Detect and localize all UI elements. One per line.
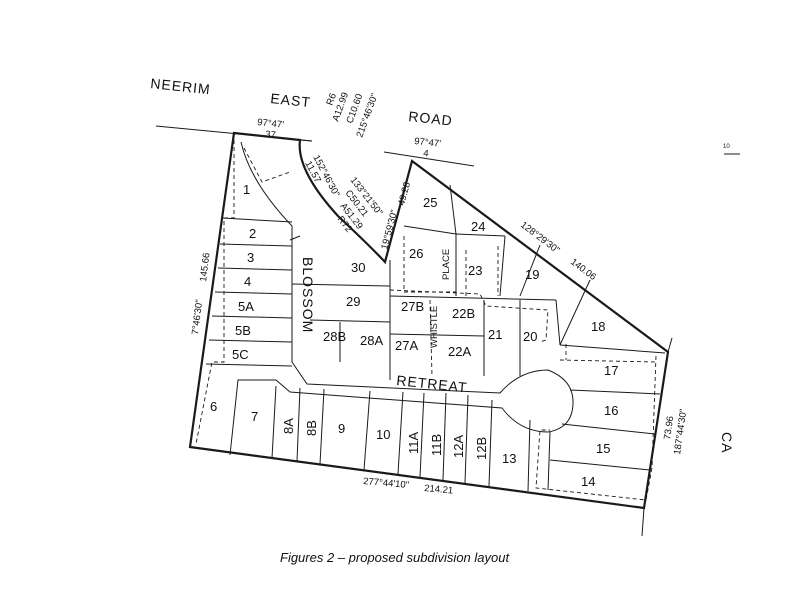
road-name-whistle: WHISTLE xyxy=(429,306,440,348)
lot-label: 8B xyxy=(304,420,319,436)
lot-label: 16 xyxy=(604,403,618,418)
margin-letters: CA xyxy=(719,432,735,453)
lot-lines-south xyxy=(271,385,531,492)
lot-label: 13 xyxy=(502,451,516,466)
lot-label: 9 xyxy=(338,421,345,436)
lot-label: 23 xyxy=(468,263,482,278)
dim-ne-bearing: 128°29'30" xyxy=(518,220,561,256)
lot-label: 10 xyxy=(376,427,390,442)
lot-lines-east xyxy=(547,344,666,491)
lot-label: 14 xyxy=(581,474,595,489)
road-name-east: EAST xyxy=(270,90,312,110)
lot-label: 7 xyxy=(251,409,258,424)
dim-west-bearing: 7°46'30" xyxy=(190,299,205,335)
boundary-extension-line xyxy=(299,139,313,142)
dim-side-length: 49.28 xyxy=(396,181,413,207)
lot-label: 27A xyxy=(395,338,418,353)
lot-label: 2 xyxy=(249,226,256,241)
lot-label: 28B xyxy=(323,329,346,344)
scale-mark: 10 xyxy=(723,144,730,150)
road-name-retreat: RETREAT xyxy=(396,372,469,395)
lot-label: 1 xyxy=(243,182,250,197)
road-name-blossom: BLOSSOM xyxy=(300,257,316,333)
dim-top-right-length: 4 xyxy=(423,148,429,159)
lot-label: 28A xyxy=(360,333,383,348)
road-name-place: PLACE xyxy=(441,249,452,280)
lot-label: 15 xyxy=(596,441,610,456)
lot-label: 30 xyxy=(351,260,365,275)
road-name-neerim: NEERIM xyxy=(150,75,212,97)
lot-labels: 1 2 3 4 5A 5B 5C 6 7 8A 8B 9 10 11A 11B … xyxy=(210,182,618,489)
dim-south-bearing: 277°44'10" xyxy=(363,476,410,491)
lot-label: 12B xyxy=(474,437,489,460)
site-boundary xyxy=(188,131,670,510)
lot-label: 6 xyxy=(210,399,217,414)
figure-caption: Figures 2 – proposed subdivision layout xyxy=(280,550,510,565)
lot-label: 22A xyxy=(448,344,471,359)
lot-label: 4 xyxy=(244,274,251,289)
lot-lines-west xyxy=(205,217,293,367)
dim-top-left-length: 37 xyxy=(265,129,277,141)
dim-west-length: 145.66 xyxy=(198,252,212,282)
lot-label: 19 xyxy=(525,267,539,282)
lot-label: 12A xyxy=(451,435,466,458)
dim-east-length: 73.96 xyxy=(662,415,676,440)
dim-east-bearing: 187°44'30" xyxy=(672,408,689,455)
lot-label: 22B xyxy=(452,306,475,321)
lot-label: 18 xyxy=(591,319,605,334)
lot-label: 11A xyxy=(406,432,421,454)
dim-top-left-bearing: 97°47' xyxy=(257,117,285,131)
lot-label: 26 xyxy=(409,246,423,261)
lot-label: 5A xyxy=(238,299,254,314)
lot-label: 17 xyxy=(604,363,618,378)
lot-label: 27B xyxy=(401,299,424,314)
road-line-right xyxy=(383,151,475,167)
lot-label: 20 xyxy=(523,329,537,344)
lot-label: 5B xyxy=(235,323,251,338)
dim-top-right-bearing: 97°47' xyxy=(414,136,442,150)
dim-ne-length: 140.06 xyxy=(568,257,598,283)
dim-south-length: 214.21 xyxy=(424,483,454,496)
lot-label: 24 xyxy=(471,219,485,234)
lot-label: 8A xyxy=(281,418,296,434)
dim-arc-r: R6 xyxy=(324,92,338,107)
road-reserve xyxy=(229,141,574,456)
east-extension-line-top xyxy=(667,337,673,353)
road-name-road: ROAD xyxy=(408,108,454,129)
lot-label: 21 xyxy=(488,327,502,342)
building-envelopes xyxy=(195,140,657,501)
dim-side-bearing: 19°59'30" xyxy=(379,209,400,251)
lot-label: 3 xyxy=(247,250,254,265)
lot-label: 25 xyxy=(423,195,437,210)
lot-label: 5C xyxy=(232,347,249,362)
lot-label: 29 xyxy=(346,294,360,309)
east-extension-line xyxy=(641,507,645,537)
survey-dimensions: 97°47' 37 97°47' 4 R6 A12.99 C10.60 215°… xyxy=(190,91,689,497)
lot-label: 11B xyxy=(429,434,444,456)
lot-lines-interior xyxy=(289,184,591,380)
